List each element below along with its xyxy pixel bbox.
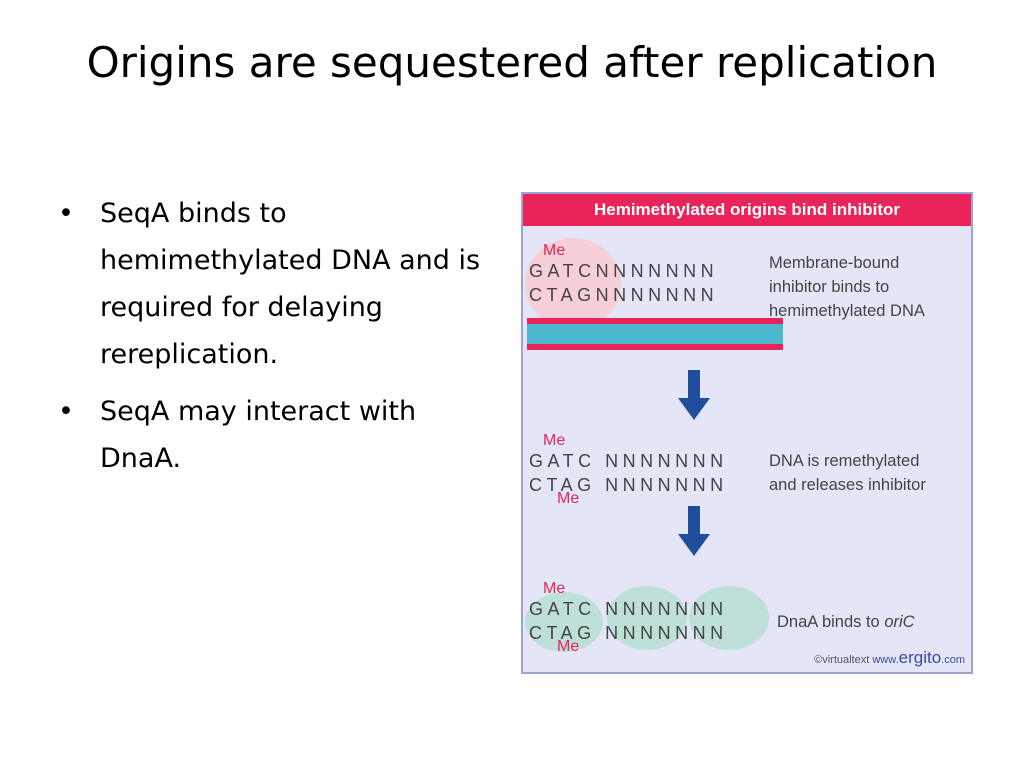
top-strand: GATCNNNNNNN [529,261,719,281]
diagram-figure: Hemimethylated origins bind inhibitor Me… [521,192,973,674]
description-line: hemimethylated DNA [769,302,925,320]
down-arrow-icon [678,506,710,556]
bullet-text: SeqA binds to hemimethylated DNA and is … [100,198,481,370]
description-line: inhibitor binds to [769,278,890,296]
top-strand: GATC NNNNNNN [529,599,728,619]
top-strand: GATC NNNNNNN [529,451,728,471]
membrane-line-top [527,318,783,324]
credit-prefix: ©virtualtext [814,654,873,666]
bullet-item: • SeqA may interact with DnaA. [58,388,488,482]
description-line: Membrane-bound [769,254,900,272]
dnaa-blob [525,592,603,652]
membrane-line-bottom [527,344,783,350]
description-line: and releases inhibitor [769,476,926,494]
credit-www: www. [872,654,899,666]
methyl-label: Me [557,490,580,507]
bullet-list: • SeqA binds to hemimethylated DNA and is… [58,190,488,492]
methyl-label: Me [543,242,566,259]
credit-suffix: .com [941,654,965,666]
description-text: DnaA binds to [777,613,885,631]
bottom-strand: CTAG NNNNNNN [529,475,728,495]
figure-header: Hemimethylated origins bind inhibitor [523,194,971,226]
bullet-dot-icon: • [58,396,74,427]
dnaa-blob [607,586,687,650]
bullet-text: SeqA may interact with DnaA. [100,396,417,474]
slide-title: Origins are sequestered after replicatio… [86,38,938,87]
panel-description: Membrane-bound inhibitor binds to hemime… [769,251,925,323]
bullet-item: • SeqA binds to hemimethylated DNA and is… [58,190,488,378]
inhibitor-blob [525,238,621,330]
membrane-body [527,324,783,344]
panel-description: DnaA binds to oriC [777,610,915,634]
methyl-label: Me [543,580,566,597]
figure-credit: ©virtualtext www.ergito.com [814,648,965,668]
description-line: DNA is remethylated [769,452,920,470]
down-arrow-icon [678,370,710,420]
description-italic: oriC [884,613,915,631]
dnaa-blob [689,586,769,650]
bottom-strand: CTAGNNNNNNN [529,285,719,305]
bottom-strand: CTAG NNNNNNN [529,623,728,643]
bullet-dot-icon: • [58,198,74,229]
credit-brand: ergito [898,648,942,667]
panel-description: DNA is remethylated and releases inhibit… [769,449,926,497]
methyl-label: Me [543,432,566,449]
methyl-label: Me [557,638,580,655]
